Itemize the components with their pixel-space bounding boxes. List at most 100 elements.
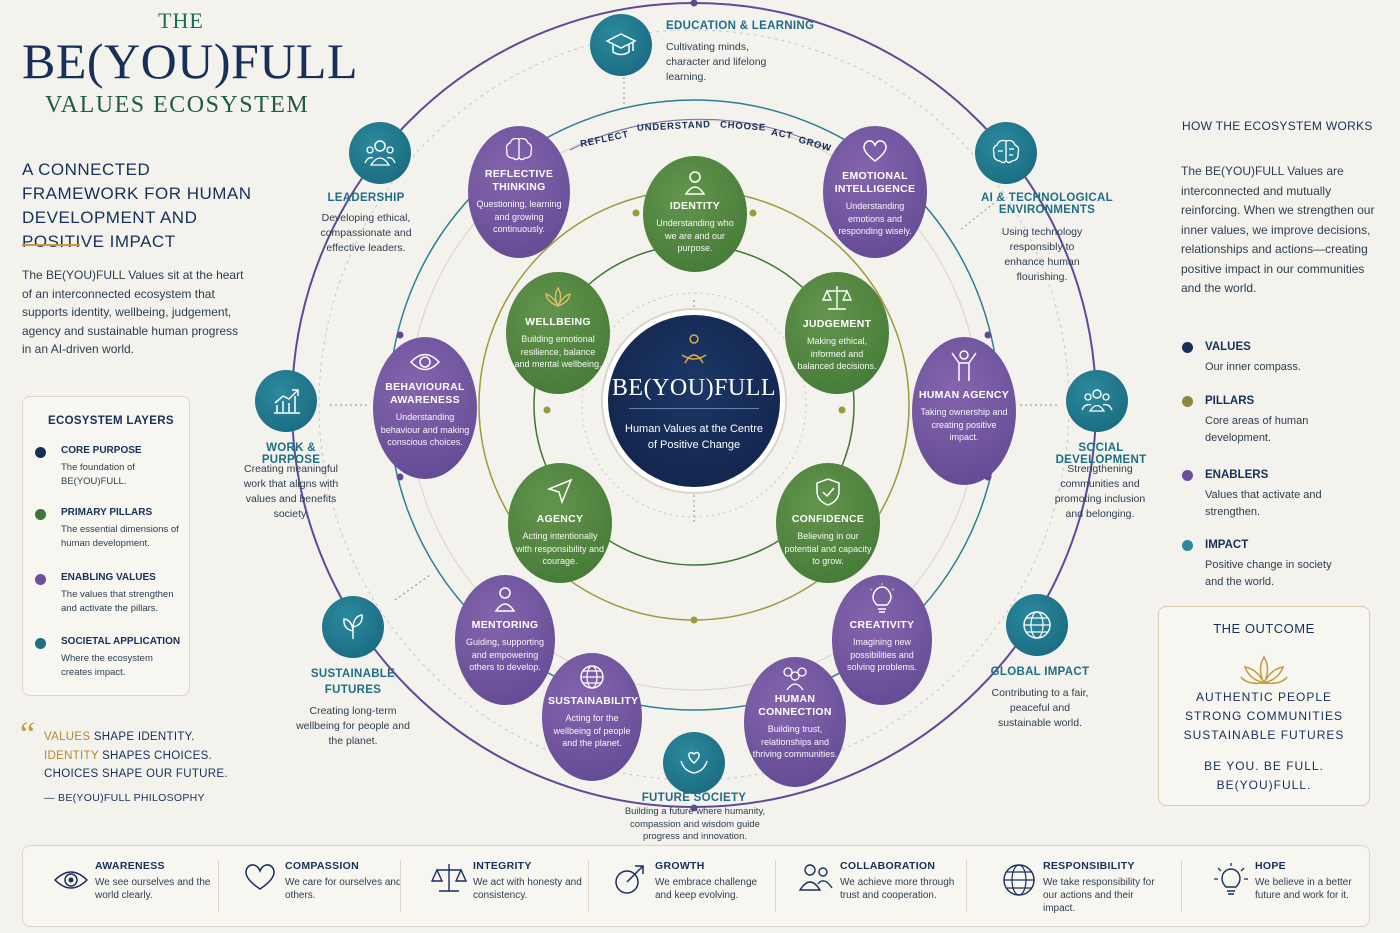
pillar-desc: Making ethical, informed and balanced de… [797, 336, 877, 371]
pillar-title: AGENCY [536, 513, 584, 525]
global-desc: Contributing to a fair, peaceful and sus… [991, 687, 1089, 729]
lightbulb-icon [869, 583, 895, 613]
quote-mark-icon: “ [20, 716, 36, 753]
value-awareness: AWARENESS We see ourselves and the world… [33, 846, 213, 926]
enabler-title: EMOTIONAL INTELLIGENCE [834, 170, 916, 195]
future-title: FUTURE SOCIETY [641, 792, 747, 804]
enabler-creativity: CREATIVITY Imagining new possibilities a… [832, 575, 932, 705]
pillar-desc: Building emotional resilience, balance a… [514, 334, 602, 369]
social-title: SOCIAL DEVELOPMENT [1055, 442, 1147, 466]
eye-icon [53, 871, 89, 889]
divider [588, 860, 589, 912]
pillar-desc: Acting intentionally with responsibility… [515, 531, 605, 566]
divider [1181, 860, 1182, 912]
enabler-desc: Acting for the wellbeing of people and t… [553, 713, 631, 748]
lotus-icon [1240, 655, 1288, 685]
enabler-desc: Understanding behaviour and making consc… [380, 412, 470, 447]
enabler-desc: Guiding, supporting and empowering other… [465, 637, 545, 672]
raised-arms-person-icon [951, 350, 977, 381]
leadership-title: LEADERSHIP [327, 192, 405, 204]
core-purpose-circle: BE(YOU)FULL Human Values at the Centre o… [603, 310, 785, 492]
quote-line: CHOICES SHAPE OUR FUTURE. [44, 768, 228, 780]
enabler-emotional-intelligence: EMOTIONAL INTELLIGENCE Understanding emo… [823, 126, 927, 258]
enabler-behavioural-awareness: BEHAVIOURAL AWARENESS Understanding beha… [373, 337, 477, 479]
ai-desc: Using technology responsibly to enhance … [1001, 226, 1083, 283]
enabler-title: BEHAVIOURAL AWARENESS [385, 381, 465, 406]
heart-icon [245, 864, 275, 890]
legend-title: PILLARS [1205, 395, 1255, 407]
title-prefix: THE [158, 8, 204, 33]
hands-heart-icon [680, 751, 708, 774]
sustainable-title: SUSTAINABLE FUTURES [310, 668, 396, 696]
enabler-human-agency: HUMAN AGENCY Taking ownership and creati… [912, 337, 1016, 485]
leadership-node [349, 122, 411, 184]
global-node [1006, 594, 1068, 656]
legend-desc: Positive change in society and the world… [1205, 559, 1332, 588]
cycle-arc [569, 118, 831, 151]
outcome-line: AUTHENTIC PEOPLE [1195, 690, 1333, 704]
graduation-cap-icon [605, 33, 637, 56]
scales-icon [431, 864, 467, 892]
quote-word: VALUES [44, 731, 91, 743]
divider [400, 860, 401, 912]
value-desc: We act with honesty and consistency. [473, 877, 582, 901]
framework-heading: A CONNECTED FRAMEWORK FOR HUMAN DEVELOPM… [22, 160, 252, 251]
value-collaboration: COLLABORATION We achieve more through tr… [778, 846, 963, 926]
layer-title: SOCIETAL APPLICATION [61, 636, 181, 647]
brain-icon [505, 137, 533, 161]
pillar-desc: Believing in our potential and capacity … [784, 531, 872, 566]
enabler-title: HUMAN CONNECTION [758, 693, 832, 718]
how-it-works-title: HOW THE ECOSYSTEM WORKS [1182, 119, 1373, 133]
outcome-slogan: BE YOU. BE FULL. BE(YOU)FULL. [1159, 757, 1369, 795]
outcome-line: SUSTAINABLE FUTURES [1183, 728, 1345, 742]
enabler-desc: Taking ownership and creating positive i… [920, 407, 1008, 442]
lightbulb-icon [1214, 863, 1248, 895]
value-title: INTEGRITY [473, 860, 532, 872]
center-title: BE(YOU)FULL [611, 375, 777, 401]
value-desc: We see ourselves and the world clearly. [95, 877, 211, 901]
intro-text: The BE(YOU)FULL Values sit at the heart … [22, 268, 244, 356]
dotted-connectors [330, 72, 1060, 601]
main-title: BE(YOU)FULL [22, 33, 359, 89]
pillar-wellbeing: WELLBEING Building emotional resilience,… [506, 272, 610, 394]
philosophy-quote: VALUES SHAPE IDENTITY. IDENTITY SHAPES C… [44, 728, 228, 784]
enabler-desc: Building trust, relationships and thrivi… [752, 724, 838, 759]
value-title: GROWTH [655, 860, 705, 872]
globe-icon [580, 665, 604, 689]
navigation-arrow-icon [546, 478, 573, 505]
education-desc: Cultivating minds, character and lifelon… [666, 41, 767, 83]
divider [22, 244, 80, 246]
enabler-desc: Understanding emotions and responding wi… [838, 201, 912, 236]
value-desc: We take responsibility for our actions a… [1043, 877, 1155, 914]
legend-dot [1182, 342, 1193, 353]
pillar-dots [543, 209, 846, 624]
slogan-line: BE(YOU)FULL. [1216, 778, 1312, 792]
lotus-icon [545, 286, 571, 308]
enabler-title: HUMAN AGENCY [918, 389, 1010, 401]
pillar-agency: AGENCY Acting intentionally with respons… [508, 463, 612, 583]
layer-title: ENABLING VALUES [61, 572, 156, 583]
legend-title: ENABLERS [1205, 469, 1269, 481]
enabler-title: MENTORING [471, 619, 539, 631]
work-desc: Creating meaningful work that aligns wit… [243, 463, 339, 520]
value-title: RESPONSIBILITY [1043, 860, 1135, 872]
slogan-line: BE YOU. BE FULL. [1204, 759, 1324, 773]
value-compassion: COMPASSION We care for ourselves and oth… [223, 846, 403, 926]
subtitle: VALUES ECOSYSTEM [45, 92, 310, 118]
growth-arrow-icon [615, 865, 644, 894]
layer-dot [35, 638, 46, 649]
layer-title: CORE PURPOSE [61, 445, 142, 456]
layer-desc: Where the ecosystem creates impact. [61, 653, 153, 678]
value-desc: We believe in a better future and work f… [1255, 877, 1352, 901]
center-divider [629, 408, 759, 409]
ai-node [975, 122, 1037, 184]
pillar-title: WELLBEING [525, 316, 591, 328]
legend-desc: Values that activate and strengthen. [1205, 489, 1322, 518]
legend-desc: Core areas of human development. [1205, 415, 1309, 444]
outcome-line: STRONG COMMUNITIES [1185, 709, 1343, 723]
layers-title: ECOSYSTEM LAYERS [48, 415, 174, 427]
social-node [1066, 370, 1128, 432]
how-it-works-text: The BE(YOU)FULL Values are interconnecte… [1181, 164, 1375, 295]
ecosystem-layers-panel: ECOSYSTEM LAYERS CORE PURPOSE The founda… [22, 396, 190, 696]
legend-desc: Our inner compass. [1205, 361, 1301, 373]
